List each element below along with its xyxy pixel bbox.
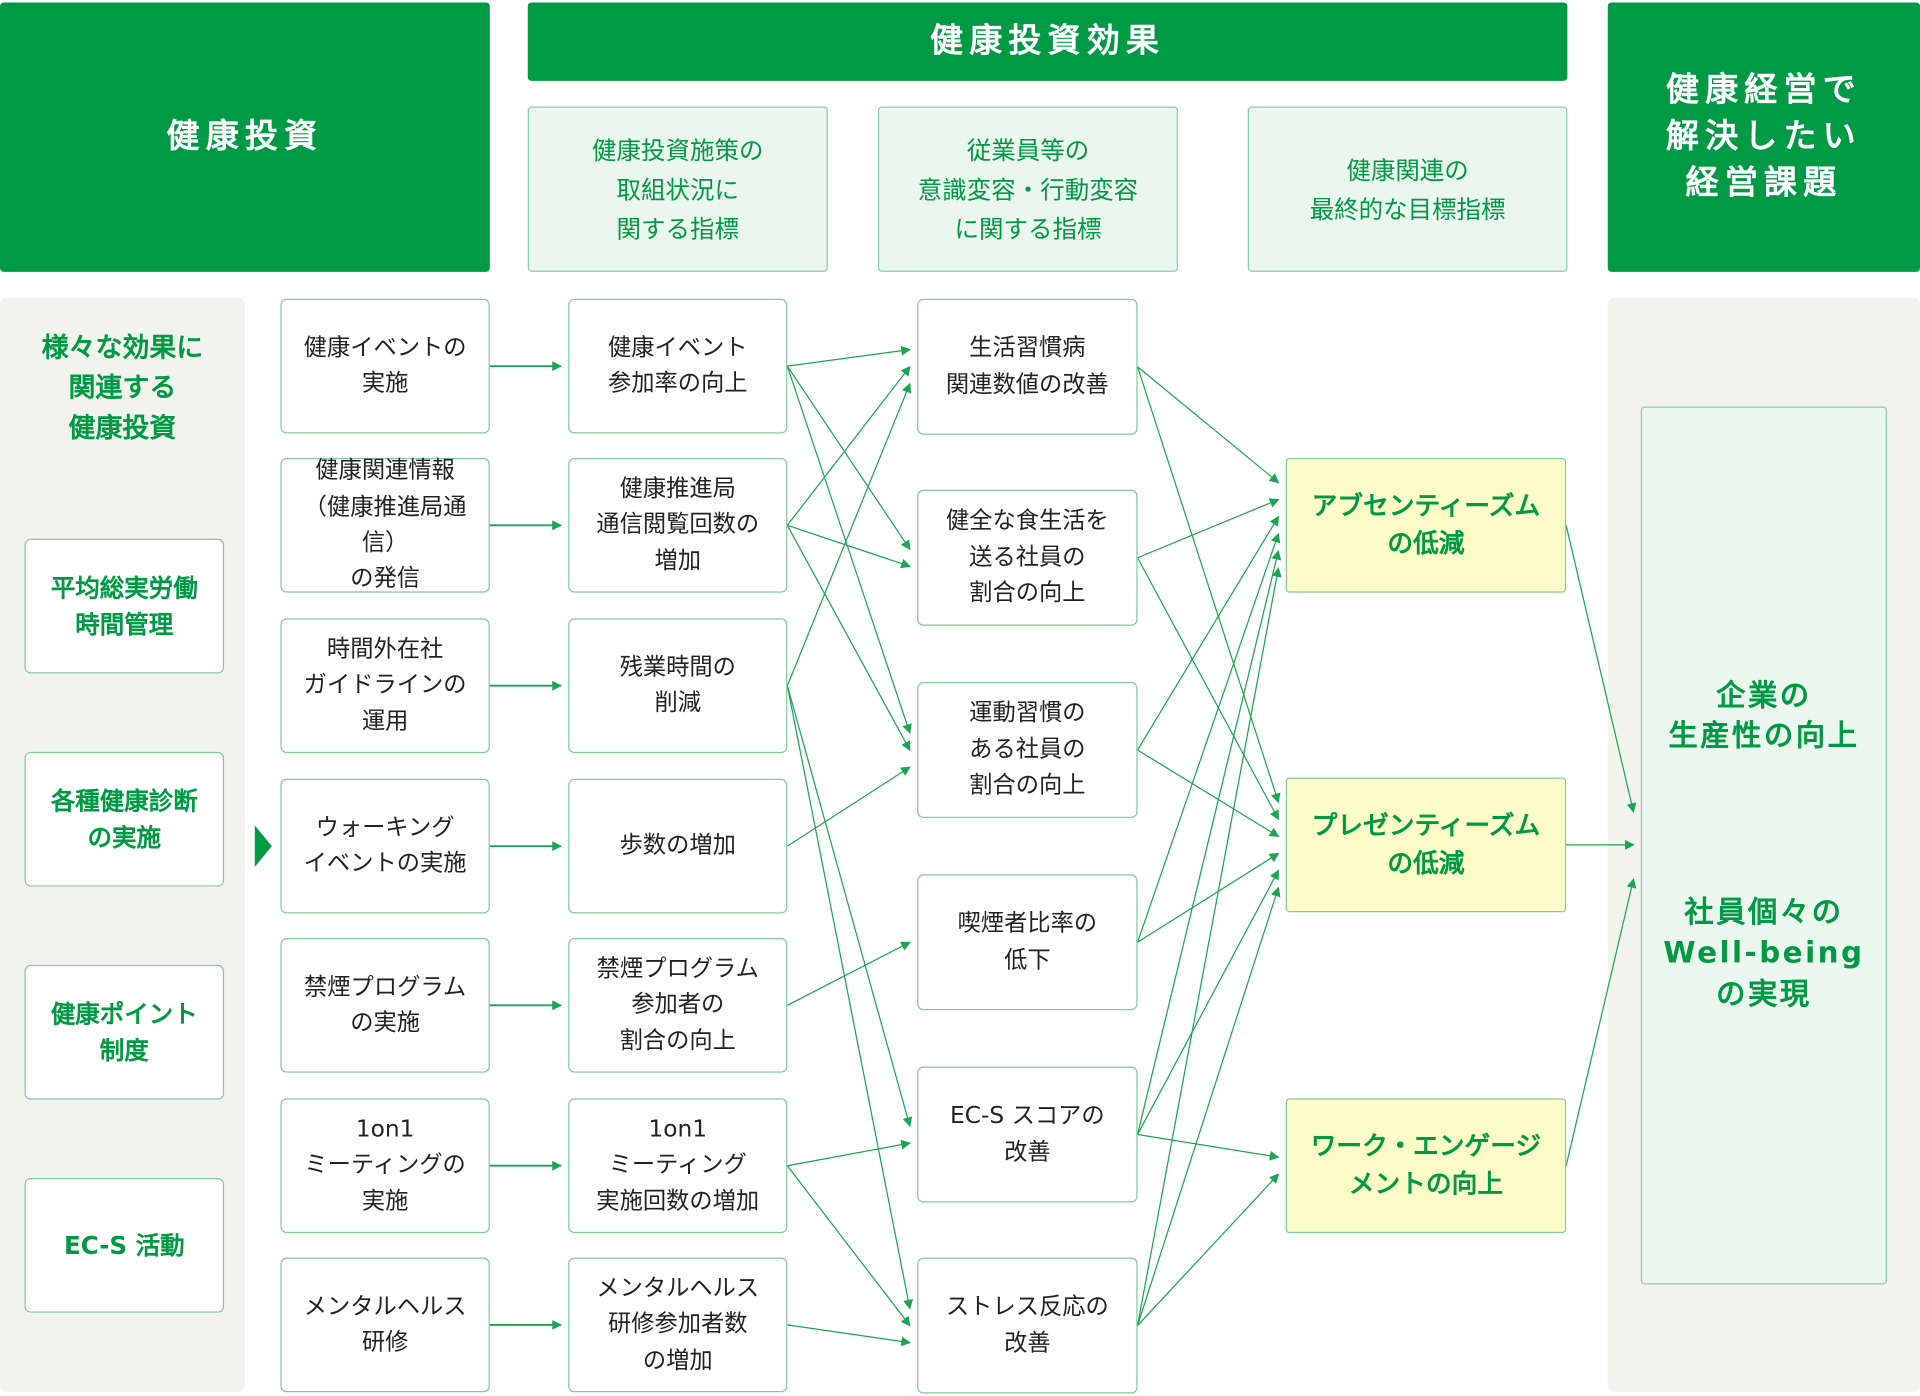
- arrow-B1-to-C0: [786, 365, 911, 526]
- behavior-metric-node: 運動習慣の ある社員の 割合の向上: [917, 682, 1138, 818]
- investment-node: メンタルヘルス 研修: [280, 1257, 490, 1393]
- arrow-C4-to-D2: [1137, 1133, 1280, 1161]
- investment-node: 1on1 ミーティングの 実施: [280, 1098, 490, 1234]
- arrow-B2-to-C4: [786, 685, 913, 1128]
- arrow-C5-to-D0: [1136, 566, 1282, 1326]
- arrow-B6-to-C5: [787, 1324, 912, 1347]
- goal-node: アブセンティーズム の低減: [1285, 457, 1567, 593]
- activity-metric-node: 禁煙プログラム 参加者の 割合の向上: [568, 937, 788, 1073]
- arrow-C5-to-D2: [1137, 1173, 1280, 1326]
- arrow-B3-to-C2: [787, 766, 911, 847]
- behavior-metric-node: ストレス反応の 改善: [917, 1257, 1138, 1394]
- arrow-B0-to-C0: [787, 345, 912, 367]
- activity-metric-node: 残業時間の 削減: [568, 618, 788, 754]
- arrow-B1-to-C2: [786, 525, 911, 752]
- left-item: EC-S 活動: [24, 1177, 225, 1313]
- arrow-C4-to-D1: [1137, 869, 1279, 1135]
- arrow-C0-to-D0: [1137, 366, 1280, 484]
- triangle-pointer-icon: [254, 825, 272, 867]
- arrow-B4-to-C3: [787, 941, 911, 1006]
- arrow-B0-to-C1: [786, 365, 911, 551]
- arrow-C3-to-D1: [1137, 852, 1280, 943]
- activity-metric-node: 健康推進局 通信閲覧回数の 増加: [568, 457, 788, 593]
- subheader-activity-metrics: 健康投資施策の 取組状況に 関する指標: [527, 106, 828, 272]
- investment-node: ウォーキング イベントの実施: [280, 778, 490, 914]
- arrow-C1-to-D1: [1137, 557, 1279, 821]
- investment-node: 健康イベントの 実施: [280, 298, 490, 434]
- goal-node: プレゼンティーズム の低減: [1285, 777, 1567, 913]
- left-item: 各種健康診断 の実施: [24, 751, 225, 887]
- header-health-investment: 健康投資: [0, 2, 490, 272]
- arrow-D0-to-E: [1565, 525, 1637, 814]
- activity-metric-node: 1on1 ミーティング 実施回数の増加: [568, 1098, 788, 1234]
- arrow-B5-to-C5: [786, 1165, 911, 1327]
- goal-node: ワーク・エンゲージ メントの向上: [1285, 1098, 1567, 1234]
- activity-metric-node: 歩数の増加: [568, 778, 788, 914]
- arrow-D2-to-E: [1565, 877, 1637, 1166]
- subheader-behavior-metrics: 従業員等の 意識変容・行動変容 に関する指標: [877, 106, 1178, 272]
- behavior-metric-node: EC-S スコアの 改善: [917, 1066, 1138, 1203]
- arrow-C0-to-D1: [1136, 366, 1281, 804]
- behavior-metric-node: 健全な食生活を 送る社員の 割合の向上: [917, 489, 1138, 626]
- investment-node: 健康関連情報 （健康推進局通信） の発信: [280, 457, 490, 593]
- wellbeing-text: 社員個々の Well-being の実現: [1663, 894, 1865, 1012]
- behavior-metric-node: 生活習慣病 関連数値の改善: [917, 298, 1138, 435]
- activity-metric-node: メンタルヘルス 研修参加者数 の増加: [568, 1257, 788, 1393]
- arrow-B0-to-C2: [786, 365, 912, 735]
- subheader-final-goal-metrics: 健康関連の 最終的な目標指標: [1247, 106, 1568, 272]
- arrow-C4-to-D0: [1136, 549, 1282, 1135]
- arrow-C2-to-D1: [1137, 749, 1280, 837]
- left-panel-title: 様々な効果に 関連する 健康投資: [41, 332, 204, 444]
- activity-metric-node: 健康イベント 参加率の向上: [568, 298, 788, 434]
- arrow-B2-to-C5: [786, 685, 913, 1310]
- arrow-C5-to-D1: [1136, 886, 1281, 1326]
- arrow-C3-to-D0: [1136, 532, 1281, 943]
- arrow-C1-to-D0: [1137, 498, 1280, 559]
- investment-node: 禁煙プログラム の実施: [280, 937, 490, 1073]
- left-item: 平均総実労働 時間管理: [24, 538, 225, 674]
- productivity-text: 企業の 生産性の向上: [1668, 677, 1860, 754]
- header-investment-effects: 健康投資効果: [527, 2, 1568, 81]
- header-management-issues: 健康経営で 解決したい 経営課題: [1607, 2, 1920, 272]
- behavior-metric-node: 喫煙者比率の 低下: [917, 874, 1138, 1011]
- arrow-B5-to-C4: [787, 1139, 912, 1167]
- arrow-C2-to-D0: [1137, 515, 1280, 751]
- arrow-B1-to-C1: [787, 524, 911, 569]
- arrow-B2-to-C0: [786, 382, 912, 686]
- left-item: 健康ポイント 制度: [24, 964, 225, 1100]
- investment-node: 時間外在社 ガイドラインの 運用: [280, 618, 490, 754]
- final-outcome-box: 企業の 生産性の向上 社員個々の Well-being の実現: [1640, 406, 1887, 1285]
